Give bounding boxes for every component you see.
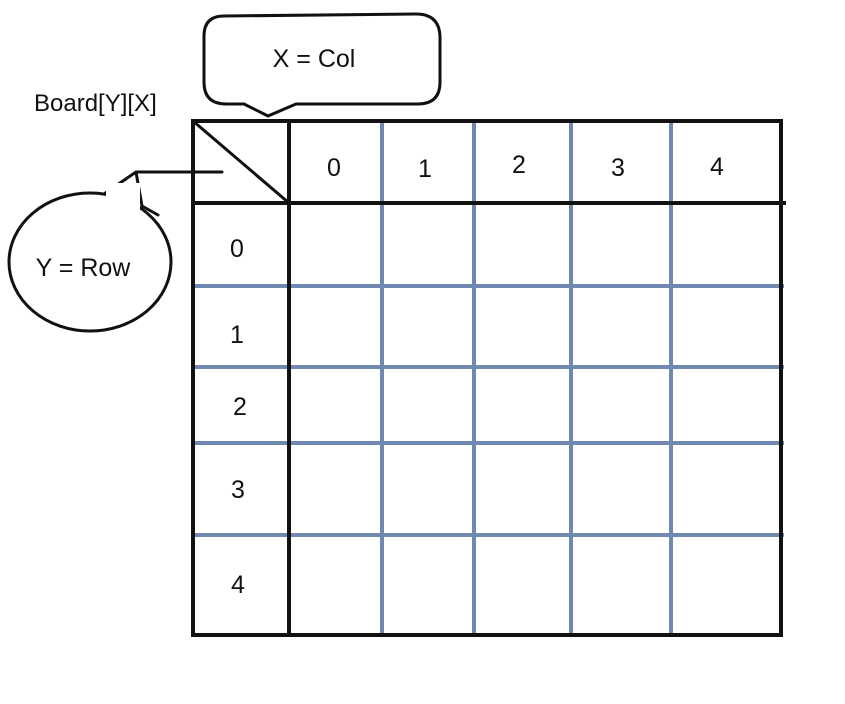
col-header-0: 0 [327, 154, 341, 182]
col-header-1: 1 [418, 155, 432, 183]
col-header-2: 2 [512, 151, 526, 179]
x-callout-bubble [202, 12, 442, 118]
row-header-4: 4 [231, 571, 245, 599]
grid-lines [193, 121, 784, 635]
y-callout-text: Y = Row [36, 254, 132, 282]
board-title: Board[Y][X] [34, 90, 157, 117]
y-callout-bubble [7, 191, 173, 333]
x-callout-text: X = Col [273, 45, 356, 73]
row-header-2: 2 [233, 393, 247, 421]
board-frame [191, 119, 783, 637]
col-header-4: 4 [710, 153, 724, 181]
row-header-1: 1 [230, 321, 244, 349]
row-header-3: 3 [231, 476, 245, 504]
corner-diagonal [192, 119, 290, 205]
row-header-0: 0 [230, 235, 244, 263]
col-header-3: 3 [611, 154, 625, 182]
